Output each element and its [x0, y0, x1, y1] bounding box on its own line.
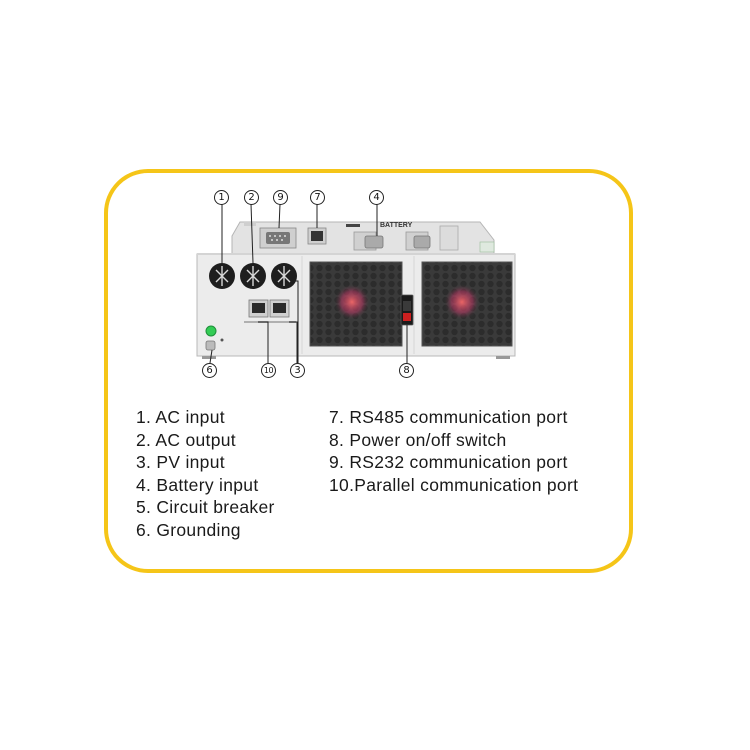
rs485-port [307, 227, 327, 245]
callout-10: 10 [261, 363, 276, 378]
battery-label: BATTERY [380, 222, 413, 229]
cooling-fan-left [309, 261, 403, 347]
top-connector-panel [231, 221, 495, 255]
legend-item: 6. Grounding [136, 519, 241, 540]
legend-item: 9. RS232 communication port [329, 452, 568, 473]
ac-input-terminal [209, 263, 235, 289]
legend-item: 8. Power on/off switch [329, 429, 507, 450]
leader-lines [209, 203, 408, 364]
feet [202, 356, 510, 359]
ac-output-terminal [240, 263, 266, 289]
parallel-ports [244, 299, 296, 323]
grounding-terminal [205, 325, 224, 351]
callout-1: 1 [214, 190, 229, 205]
callout-9: 9 [273, 190, 288, 205]
callout-2: 2 [244, 190, 259, 205]
callout-8: 8 [399, 363, 414, 378]
legend-item: 4. Battery input [136, 474, 259, 495]
callout-4: 4 [369, 190, 384, 205]
legend-left: 1. AC input 2. AC output 3. PV input 4. … [136, 406, 275, 542]
legend-right: 7. RS485 communication port 8. Power on/… [329, 406, 578, 496]
legend-item: 7. RS485 communication port [329, 407, 568, 427]
legend-item: 10.Parallel communication port [329, 474, 579, 495]
pv-input-terminal [271, 263, 297, 289]
legend-item: 2. AC output [136, 429, 236, 450]
legend-item: 3. PV input [136, 452, 225, 473]
callout-7: 7 [310, 190, 325, 205]
power-switch [400, 294, 414, 326]
callout-3: 3 [290, 363, 305, 378]
callout-6: 6 [202, 363, 217, 378]
rs232-port [259, 227, 297, 249]
legend-item: 5. Circuit breaker [136, 497, 275, 518]
cooling-fan-right [421, 261, 513, 347]
legend-item: 1. AC input [136, 407, 225, 427]
